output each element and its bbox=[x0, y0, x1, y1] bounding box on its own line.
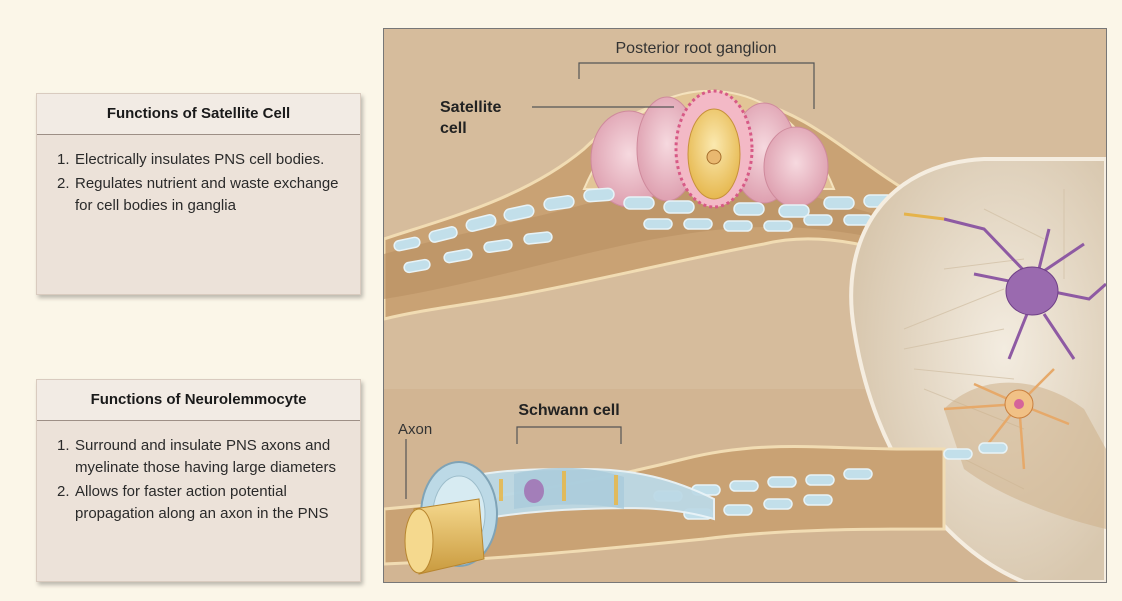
satellite-cell-functions-title: Functions of Satellite Cell bbox=[37, 94, 360, 135]
list-item: 1. Surround and insulate PNS axons and m… bbox=[57, 435, 350, 479]
nervous-tissue-illustration: Posterior root ganglion Satellite cell S… bbox=[383, 28, 1107, 583]
list-item: 2. Allows for faster action potential pr… bbox=[57, 481, 350, 525]
axon-label: Axon bbox=[398, 421, 432, 438]
posterior-root-ganglion-label: Posterior root ganglion bbox=[616, 40, 777, 57]
satellite-cell-functions-panel: Functions of Satellite Cell 1. Electrica… bbox=[36, 93, 361, 295]
satellite-cell-functions-list: 1. Electrically insulates PNS cell bodie… bbox=[37, 149, 360, 217]
neurolemmocyte-functions-list: 1. Surround and insulate PNS axons and m… bbox=[37, 435, 360, 525]
satellite-cell-label-line2: cell bbox=[440, 120, 467, 137]
neurolemmocyte-functions-title: Functions of Neurolemmocyte bbox=[37, 380, 360, 421]
axon-core bbox=[405, 509, 433, 573]
schwann-cell-label: Schwann cell bbox=[518, 402, 619, 419]
purple-neuron-body bbox=[1006, 267, 1058, 315]
list-item: 1. Electrically insulates PNS cell bodie… bbox=[57, 149, 350, 171]
list-item: 2. Regulates nutrient and waste exchange… bbox=[57, 173, 350, 217]
satellite-cell-label-line1: Satellite bbox=[440, 99, 501, 116]
neurolemmocyte-functions-panel: Functions of Neurolemmocyte 1. Surround … bbox=[36, 379, 361, 582]
